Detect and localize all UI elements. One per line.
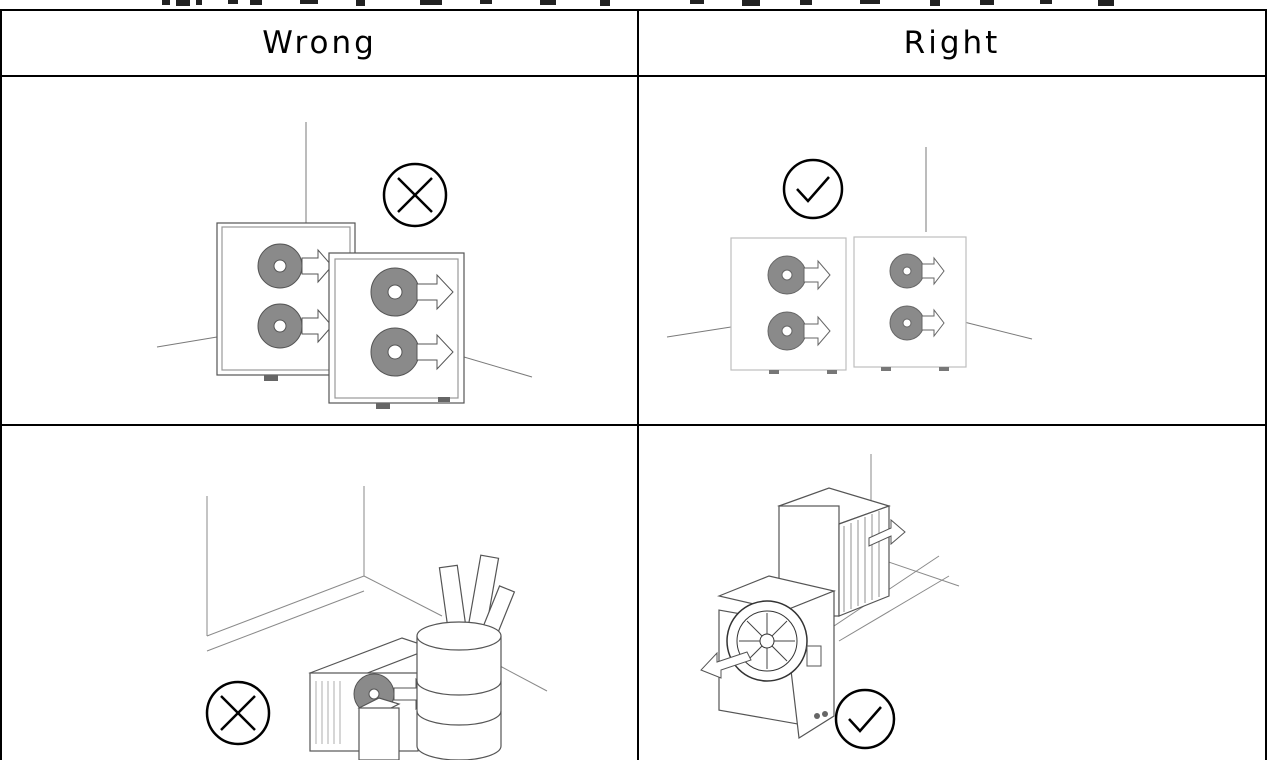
cross-circle-icon (205, 680, 271, 746)
illustration-wrong-blocked-unit (2, 426, 637, 760)
cross-circle-icon (382, 162, 448, 228)
check-circle-icon (782, 158, 844, 220)
cropped-text-line (0, 0, 1267, 9)
illustration-right-units-side-by-side (639, 77, 1265, 424)
header-divider (0, 75, 1267, 77)
table-border-right (1265, 9, 1267, 760)
header-wrong: Wrong (262, 25, 377, 61)
table-border-left (0, 9, 2, 760)
row-divider (0, 424, 1267, 426)
check-circle-icon (834, 688, 896, 750)
column-divider (637, 9, 639, 760)
header-right: Right (903, 25, 1001, 61)
illustration-right-clear-airflow (639, 426, 1265, 760)
table-border-top (0, 9, 1267, 11)
illustration-wrong-units-too-close (2, 77, 637, 424)
